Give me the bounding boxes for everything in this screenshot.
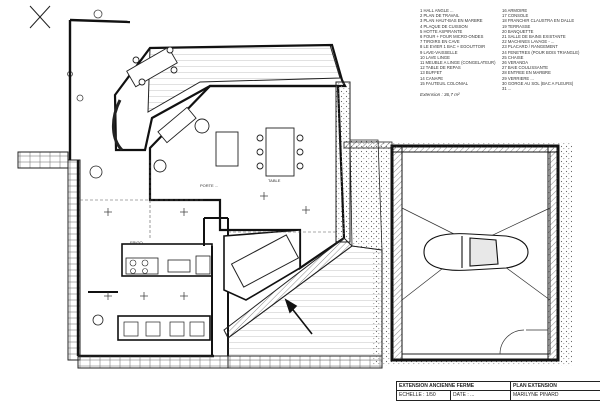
legend-item: 26 VERANDA bbox=[502, 60, 529, 66]
armchair bbox=[153, 106, 210, 173]
legend-item: 14 CANAPE bbox=[420, 75, 444, 81]
legend-item: 13 BUFFET bbox=[420, 70, 443, 76]
legend-item: 18 FRANCHIR CLAUSTRA EN DALLE bbox=[502, 18, 575, 24]
sheet-name: PLAN EXTENSION bbox=[511, 382, 600, 391]
bathtub bbox=[230, 234, 300, 288]
bottom-strip bbox=[77, 355, 383, 369]
compass-icon bbox=[29, 5, 51, 29]
fridge-label: FRIGO bbox=[130, 240, 143, 245]
dashed-guides bbox=[80, 160, 336, 240]
legend-item: 31 ... bbox=[502, 86, 512, 92]
legend-item: 21 SALLE DE BAINS EXISTANTE bbox=[502, 34, 566, 40]
legend-item: 30 GORGE AU SOL (BAC A FLEURS) bbox=[502, 80, 574, 86]
project-name: EXTENSION ANCIENNE FERME bbox=[397, 382, 511, 391]
legend-item: 6 FOUR + FOUR MICRO-ONDES bbox=[420, 34, 484, 40]
coffee-table bbox=[215, 131, 239, 167]
legend-item: 29 VERRIERE ... bbox=[502, 75, 534, 81]
legend-item: 7 TIROIRS EN CAVE bbox=[420, 39, 460, 45]
top-strip bbox=[343, 141, 393, 149]
door-label: PORTE ... bbox=[200, 183, 219, 188]
outdoor-table bbox=[126, 46, 178, 88]
left-wall-strip bbox=[17, 151, 69, 169]
plant-pot bbox=[89, 165, 103, 179]
legend-item: 11 MEUBLE A LINGE (CONGELATEUR) bbox=[420, 60, 496, 66]
garage-walls-hatched bbox=[391, 145, 559, 361]
legend-item: 27 BAIE COULISSANTE bbox=[502, 65, 549, 71]
tree-symbol bbox=[67, 9, 103, 102]
lower-counter bbox=[117, 315, 211, 341]
legend-item: 17 CONSOLE bbox=[502, 13, 529, 19]
upper-terrace bbox=[147, 44, 341, 113]
dining-table bbox=[256, 127, 304, 177]
legend-item: 10 LAVE LINGE bbox=[420, 54, 450, 60]
car-symbol bbox=[423, 233, 529, 271]
garage-door-arcs bbox=[499, 329, 548, 355]
legend-item: 20 BANQUETTE bbox=[502, 28, 534, 34]
legend-item: 3 PLAN HAUT-BAS EN MARBRE bbox=[420, 18, 483, 24]
table-label: TABLE bbox=[268, 178, 281, 183]
right-living-wall bbox=[335, 81, 351, 243]
arrow-icon bbox=[284, 298, 313, 335]
legend-item: 15 FAUTEUIL COLONIAL bbox=[420, 80, 469, 86]
legend-item: 28 ENTREE EN MARBRE bbox=[502, 70, 551, 76]
legend-area: Extension : 36,7 m² bbox=[420, 92, 460, 97]
curved-bench bbox=[112, 99, 124, 152]
legend-item: 1 HALL ANGLE ... bbox=[420, 8, 454, 13]
legend-item: 12 TABLE DE REPAS bbox=[420, 65, 461, 71]
kitchen bbox=[121, 243, 213, 277]
legend-item: 9 LAVE-VAISSELLE bbox=[420, 49, 458, 55]
legend-item: 22 MACHINES LAVAGE - ... bbox=[502, 39, 555, 45]
lower-counter-units bbox=[123, 321, 205, 337]
title-block: EXTENSION ANCIENNE FERME PLAN EXTENSION … bbox=[396, 381, 600, 401]
legend-item: 24 FENETRES (POUR BOIS TRIANGLE) bbox=[502, 49, 580, 55]
legend-item: 4 PLAQUE DE CUISSON bbox=[420, 23, 468, 29]
legend-item: 8 LE EVIER 1 BAC + EGOUTTOIR bbox=[420, 44, 486, 50]
plant-pot-lower bbox=[92, 314, 104, 326]
legend-item: 2 PLAN DE TRAVAIL bbox=[420, 13, 460, 19]
connecting-path bbox=[349, 139, 383, 251]
legend-item: 23 PLACARD / RANGEMENT bbox=[502, 44, 558, 50]
legend-item: 5 HOTTE ASPIRANTE bbox=[420, 28, 463, 34]
legend-item: 16 ARMOIRE bbox=[502, 8, 528, 13]
legend-item: 25 CHAISE bbox=[502, 54, 524, 60]
legend-item: 19 TERRASSE bbox=[502, 23, 531, 29]
